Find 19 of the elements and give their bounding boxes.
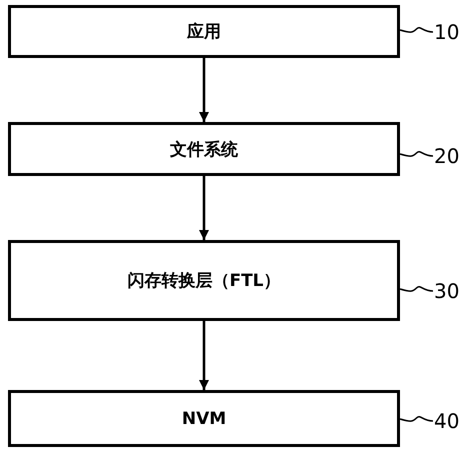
reference-numeral: 20	[434, 145, 460, 167]
leader-line	[400, 416, 434, 422]
box-label: NVM	[182, 408, 226, 428]
reference-numeral: 30	[434, 280, 460, 302]
reference-numeral: 40	[434, 410, 460, 432]
process-box	[8, 390, 400, 447]
leader-line	[400, 27, 434, 33]
process-box	[8, 122, 400, 176]
box-label: 应用	[187, 21, 221, 43]
process-box	[8, 5, 400, 58]
leader-line	[400, 151, 434, 157]
arrow	[199, 58, 209, 122]
process-box	[8, 240, 400, 321]
box-label: 闪存转换层（FTL）	[127, 270, 281, 292]
leader-line	[400, 286, 434, 292]
arrow	[199, 321, 209, 390]
reference-numeral: 10	[434, 21, 460, 43]
box-label: 文件系统	[170, 138, 238, 160]
arrow	[199, 176, 209, 240]
